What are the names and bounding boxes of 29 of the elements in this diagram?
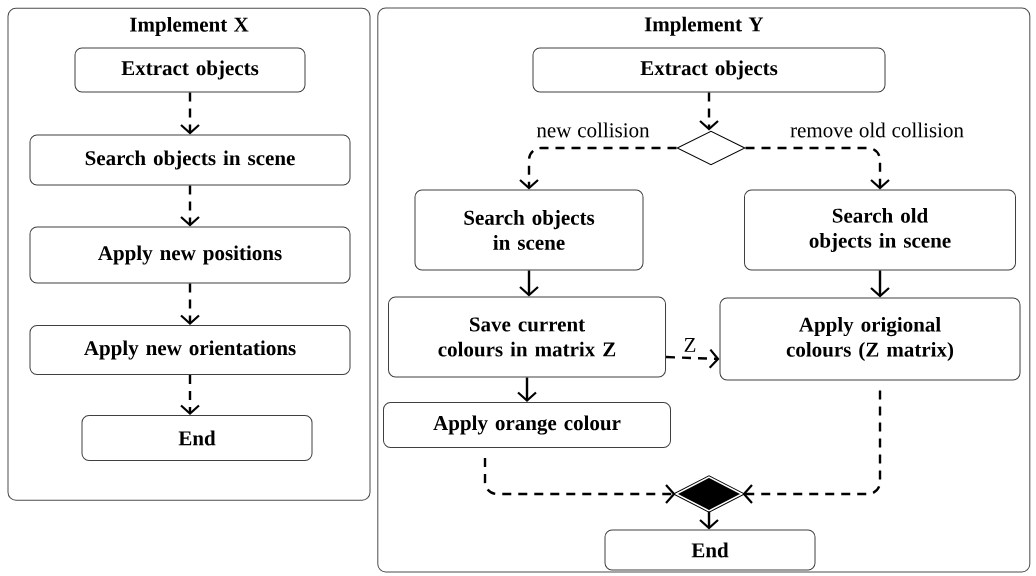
arrow — [519, 146, 677, 190]
edge-label: Z — [682, 337, 698, 353]
process-box: Apply new orientations — [29, 325, 351, 375]
process-box: Extract objects — [532, 47, 886, 93]
process-box: Search objects in scene — [414, 189, 644, 271]
process-box: Extract objects — [74, 47, 306, 93]
arrow — [483, 458, 676, 504]
arrow — [742, 390, 882, 504]
process-box: Apply origional colours (Z matrix) — [719, 297, 1021, 381]
arrow — [519, 270, 539, 297]
process-box: Search objects in scene — [29, 134, 351, 186]
process-box: Apply orange colour — [383, 402, 671, 448]
edge-label: new collision — [535, 121, 651, 139]
arrow — [745, 146, 890, 190]
arrow — [665, 348, 720, 369]
decision-diamond — [676, 130, 746, 166]
arrow — [517, 377, 537, 402]
process-box: Save current colours in matrix Z — [388, 296, 666, 378]
process-box: Search old objects in scene — [744, 189, 1016, 271]
arrow — [180, 185, 200, 227]
arrow — [180, 375, 200, 415]
process-box: End — [81, 415, 313, 461]
arrow — [180, 283, 200, 325]
arrow — [699, 92, 719, 131]
arrow — [870, 270, 890, 298]
process-box: Apply new positions — [29, 226, 351, 284]
edge-label: remove old collision — [789, 121, 965, 139]
process-box: End — [604, 529, 816, 571]
arrow — [180, 92, 200, 135]
